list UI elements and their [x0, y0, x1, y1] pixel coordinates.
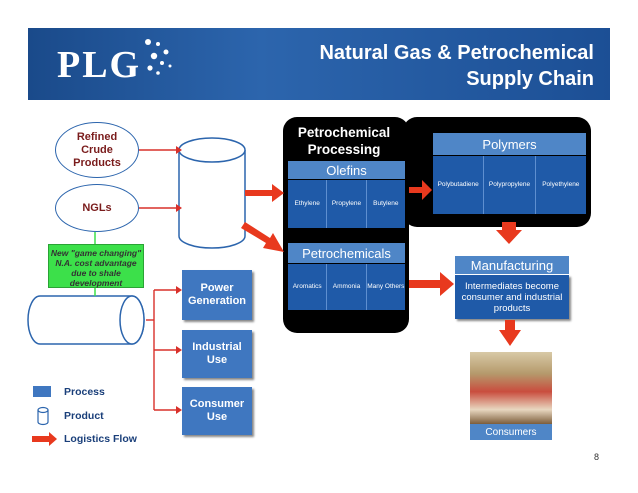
polymers-header: Polymers	[433, 133, 586, 155]
plg-logo: PLG	[57, 44, 142, 86]
polymer-polypropylene: Polypropylene	[484, 156, 536, 214]
logistics-lines	[139, 149, 176, 411]
header-banner	[28, 28, 610, 100]
polymer-polyethylene: Polyethylene	[542, 181, 580, 188]
shale-advantage-note: New "game changing" N.A. cost advantage …	[48, 244, 144, 288]
legend-logistics-label: Logistics Flow	[64, 433, 137, 445]
petrochemical-many-others: Many Others	[367, 283, 405, 290]
petrochemicals-panel: Aromatics Ammonia Many Others	[288, 264, 405, 310]
legend-process-label: Process	[64, 386, 105, 398]
petrochemicals-header: Petrochemicals	[288, 243, 405, 263]
pipeline-tank-icon	[27, 295, 145, 345]
ngls-oval: NGLs	[55, 184, 139, 232]
legend-logistics-arrow-icon	[32, 432, 57, 446]
power-generation-box: Power Generation	[182, 270, 252, 320]
petrochemical-ammonia: Ammonia	[327, 264, 367, 310]
consumer-use-box: Consumer Use	[182, 387, 252, 435]
refined-crude-products-oval: Refined Crude Products	[55, 122, 139, 178]
consumers-label: Consumers	[470, 424, 552, 440]
storage-tank-icon	[178, 137, 246, 249]
manufacturing-header: Manufacturing	[455, 256, 569, 274]
industrial-use-box: Industrial Use	[182, 330, 252, 378]
page-number: 8	[594, 452, 600, 462]
consumers-photo	[470, 352, 552, 424]
olefin-butylene: Butylene	[373, 200, 399, 207]
big-flow-arrows	[241, 180, 522, 346]
manufacturing-body: Intermediates become consumer and indust…	[455, 275, 569, 319]
olefins-header: Olefins	[288, 161, 405, 179]
legend-product-label: Product	[64, 410, 104, 422]
olefin-ethylene: Ethylene	[288, 180, 328, 228]
petrochemical-aromatics: Aromatics	[288, 264, 328, 310]
olefins-panel: Ethylene Propylene Butylene	[288, 180, 405, 228]
legend-product-icon	[37, 406, 49, 426]
olefin-propylene: Propylene	[327, 180, 367, 228]
logo-dots-icon	[145, 39, 172, 75]
polymer-polybutadiene: Polybutadiene	[433, 156, 485, 214]
slide-title: Natural Gas & Petrochemical Supply Chain	[319, 42, 594, 90]
petrochemical-processing-title: Petrochemical Processing	[297, 125, 391, 157]
legend-process-swatch	[33, 386, 51, 397]
polymers-panel: Polybutadiene Polypropylene Polyethylene	[433, 156, 586, 214]
